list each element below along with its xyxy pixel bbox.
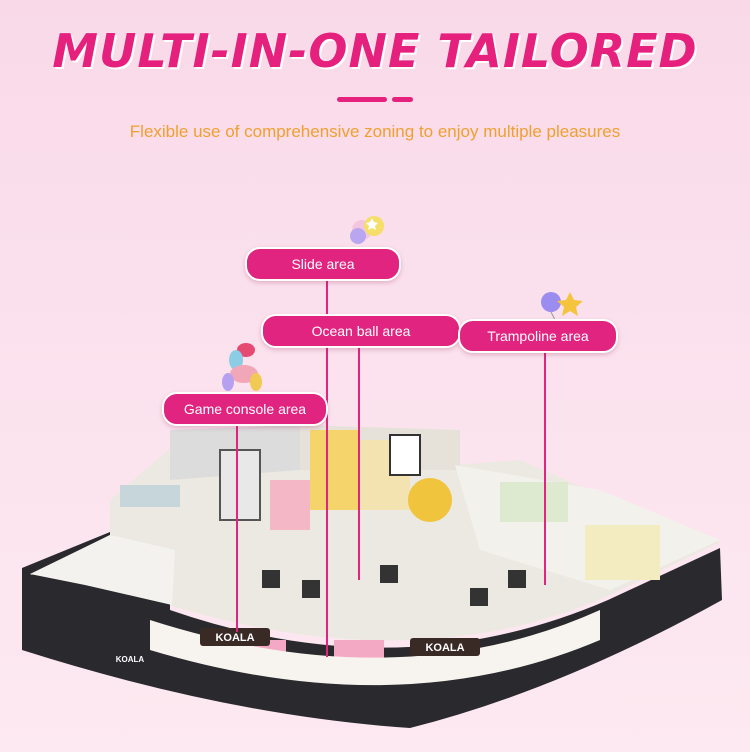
slide-area-stem — [326, 277, 328, 657]
slide-area-label: Slide area — [245, 247, 401, 281]
left-annex — [30, 535, 175, 605]
title-underline-left — [337, 97, 387, 102]
balloon-bunch-icon — [350, 216, 384, 244]
koala-sign-1: KOALA — [215, 632, 254, 644]
page-title: MULTI-IN-ONE TAILORED — [52, 24, 698, 78]
ocean-ball-area-stem — [358, 345, 360, 580]
castle-left — [310, 430, 360, 510]
game-console-area-label: Game console area — [162, 392, 328, 426]
trampoline-area-label: Trampoline area — [458, 319, 618, 353]
koala-sign-3: KOALA — [116, 655, 145, 664]
front-wall — [22, 532, 722, 728]
trampoline-area-stem — [544, 350, 546, 585]
koala-sign-2: KOALA — [425, 642, 464, 654]
game-console-area-stem — [236, 420, 238, 632]
subtitle: Flexible use of comprehensive zoning to … — [129, 122, 621, 141]
title-underline-right — [392, 97, 413, 102]
ocean-ball-area-label: Ocean ball area — [261, 314, 461, 348]
balloon-dog-icon — [222, 343, 262, 391]
